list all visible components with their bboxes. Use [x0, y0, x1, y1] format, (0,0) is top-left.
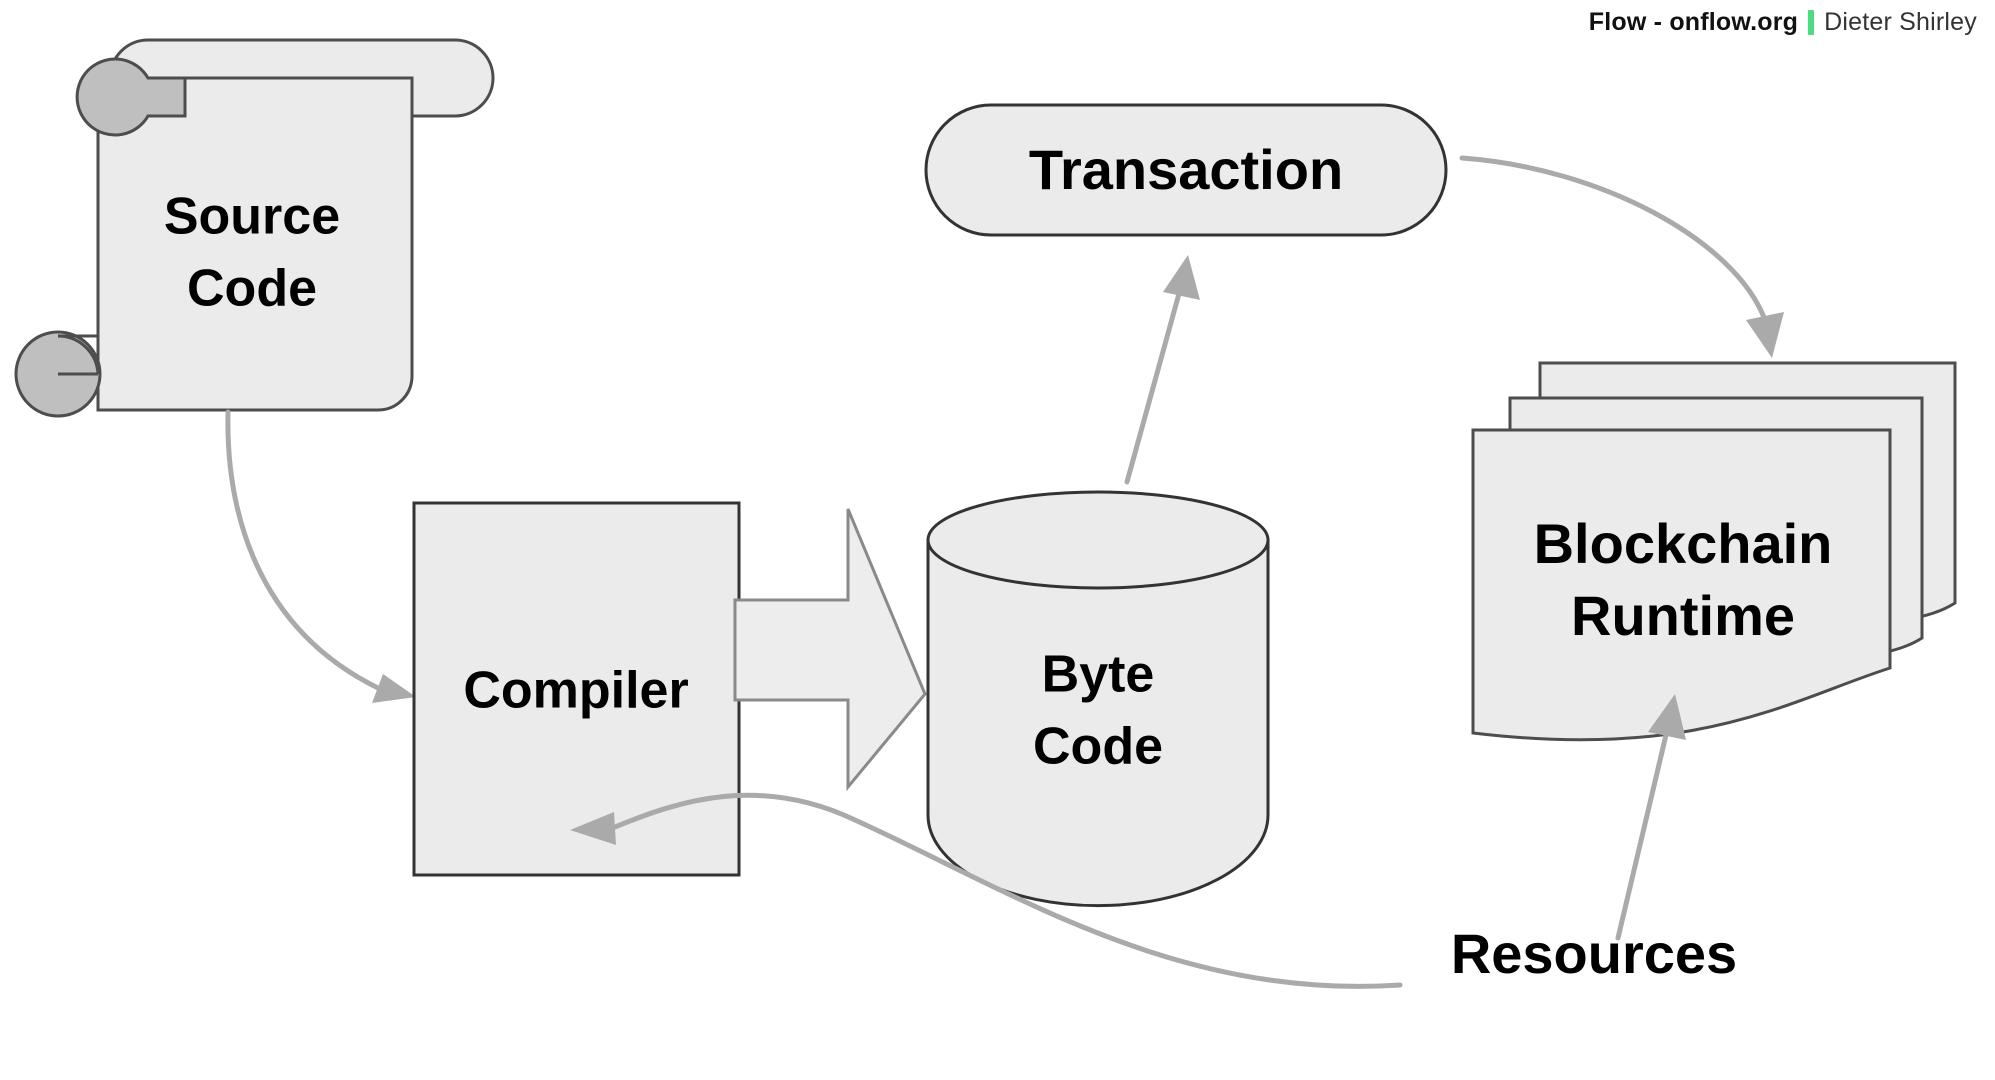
compiler-label: Compiler	[463, 662, 688, 720]
source-code-top-nub	[75, 57, 187, 137]
byte-code-label-line2: Code	[1033, 718, 1163, 776]
transaction-label: Transaction	[1029, 138, 1343, 201]
source-to-compiler-arrowhead	[372, 674, 416, 703]
bytecode-to-transaction-line	[1124, 287, 1183, 485]
byte-code-body	[926, 538, 1270, 908]
credit-author-label: Dieter Shirley	[1824, 8, 1977, 36]
connector-transaction-to-runtime	[1459, 155, 1784, 358]
transaction-pill	[924, 103, 1448, 237]
transaction-to-runtime-line	[1459, 155, 1768, 323]
credit-line: Flow - onflow.org Dieter Shirley	[1589, 10, 1977, 35]
node-resources[interactable]: Resources	[1451, 922, 1737, 985]
runtime-sheet-front	[1471, 428, 1892, 742]
node-compiler[interactable]: Compiler	[412, 501, 741, 877]
transaction-to-runtime-arrowhead	[1746, 312, 1784, 358]
byte-code-top	[926, 490, 1270, 590]
byte-code-label-line1: Byte	[1042, 646, 1155, 704]
resources-to-compiler-arrowhead	[570, 812, 616, 845]
connector-bytecode-to-transaction	[1124, 255, 1200, 485]
resources-label: Resources	[1451, 922, 1737, 985]
resources-to-runtime-line	[1615, 732, 1669, 941]
resources-to-compiler-line	[612, 792, 1403, 989]
node-transaction[interactable]: Transaction	[924, 103, 1448, 237]
source-code-bottom-roll-cut	[57, 334, 100, 375]
resources-to-runtime-arrowhead	[1648, 694, 1686, 740]
node-byte-code[interactable]: Byte Code	[926, 490, 1270, 908]
source-to-compiler-line	[225, 409, 381, 691]
block-arrow-icon	[733, 508, 927, 792]
connector-source-to-compiler	[225, 409, 416, 703]
node-blockchain-runtime[interactable]: Blockchain Runtime	[1471, 361, 1957, 742]
source-code-label-line2: Code	[187, 260, 317, 318]
credit-source-label: Flow - onflow.org	[1588, 8, 1799, 36]
source-code-label-line1: Source	[164, 188, 340, 246]
connector-resources-to-runtime	[1615, 694, 1686, 941]
node-source-code[interactable]: Source Code	[14, 38, 495, 418]
bytecode-to-transaction-arrowhead	[1163, 255, 1200, 300]
source-code-sheet	[96, 76, 414, 412]
connector-compiler-to-bytecode	[733, 508, 927, 792]
green-bar-icon	[1808, 10, 1815, 35]
runtime-label-line2: Runtime	[1571, 584, 1795, 647]
runtime-label-line1: Blockchain	[1534, 512, 1833, 575]
connector-resources-to-compiler	[570, 792, 1403, 989]
